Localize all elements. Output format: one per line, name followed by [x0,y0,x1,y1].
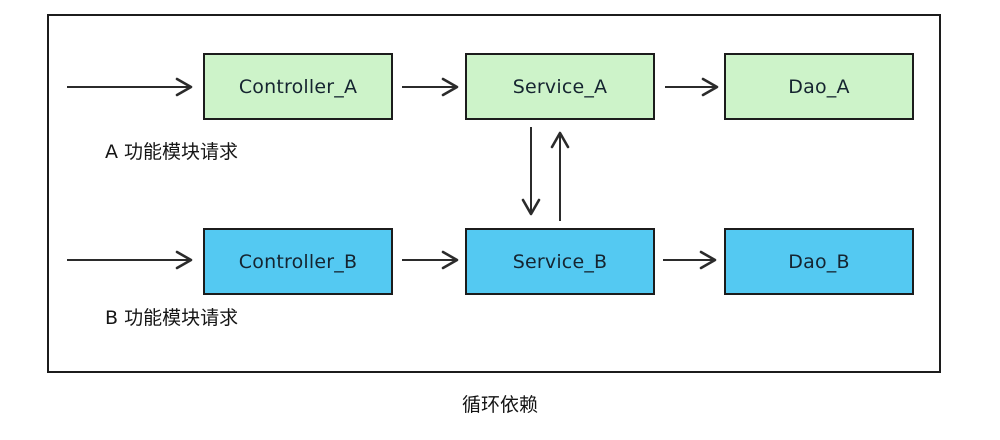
request-label-b: B 功能模块请求 [105,307,239,329]
request-label-a: A 功能模块请求 [105,141,239,163]
diagram-frame [47,14,941,373]
node-service-a: Service_A [465,53,655,120]
node-dao-b-label: Dao_B [788,250,850,273]
node-controller-a: Controller_A [203,53,393,120]
diagram-caption: 循环依赖 [461,394,538,416]
node-controller-b: Controller_B [203,228,393,295]
node-dao-b: Dao_B [724,228,914,295]
node-controller-a-label: Controller_A [238,75,358,98]
node-service-b: Service_B [465,228,655,295]
node-controller-b-label: Controller_B [238,250,358,273]
node-dao-a: Dao_A [724,53,914,120]
node-dao-a-label: Dao_A [788,75,850,98]
node-service-a-label: Service_A [512,75,608,98]
node-service-b-label: Service_B [512,250,608,273]
